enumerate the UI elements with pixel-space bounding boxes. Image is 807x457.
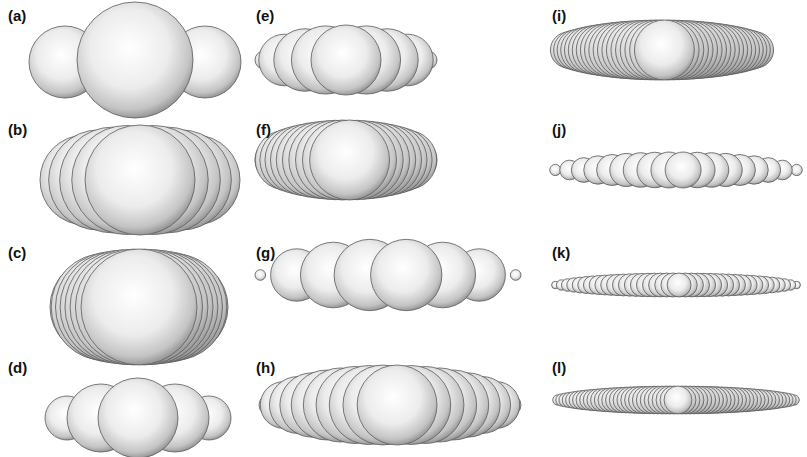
panel-label: (d) xyxy=(8,360,27,375)
sphere-chain xyxy=(255,25,437,95)
sphere-chain xyxy=(45,378,231,457)
sphere xyxy=(634,20,694,80)
sphere xyxy=(98,378,178,457)
panel-label: (f) xyxy=(256,122,271,137)
sphere xyxy=(510,270,521,281)
sphere xyxy=(81,249,197,365)
panel-label: (l) xyxy=(552,360,566,375)
sphere xyxy=(664,386,692,414)
panel-label: (a) xyxy=(8,8,26,23)
sphere-chain xyxy=(50,249,228,365)
panel-label: (h) xyxy=(256,360,275,375)
panel-label: (i) xyxy=(552,8,566,23)
sphere xyxy=(791,164,802,175)
sphere-chain xyxy=(550,152,803,188)
panel-label: (k) xyxy=(552,245,570,260)
panel-label: (g) xyxy=(256,245,275,260)
sphere-chain xyxy=(552,273,801,297)
panel-label: (c) xyxy=(8,245,26,260)
panel-label: (j) xyxy=(552,122,566,137)
sphere xyxy=(357,365,437,445)
sphere xyxy=(255,270,266,281)
sphere xyxy=(77,2,193,118)
sphere-chain xyxy=(550,20,773,80)
sphere xyxy=(371,239,442,310)
panel-label: (e) xyxy=(256,8,274,23)
sphere xyxy=(311,25,381,95)
sphere-chain xyxy=(29,2,241,118)
sphere-chain xyxy=(255,120,437,200)
sphere xyxy=(310,120,390,200)
sphere-chain xyxy=(40,125,240,235)
sphere xyxy=(665,152,701,188)
sphere xyxy=(667,273,691,297)
sphere-chain xyxy=(553,386,800,414)
panel-label: (b) xyxy=(8,122,27,137)
sphere xyxy=(550,164,561,175)
sphere-chain xyxy=(255,239,521,310)
sphere xyxy=(85,125,195,235)
sphere-chain xyxy=(259,365,521,445)
